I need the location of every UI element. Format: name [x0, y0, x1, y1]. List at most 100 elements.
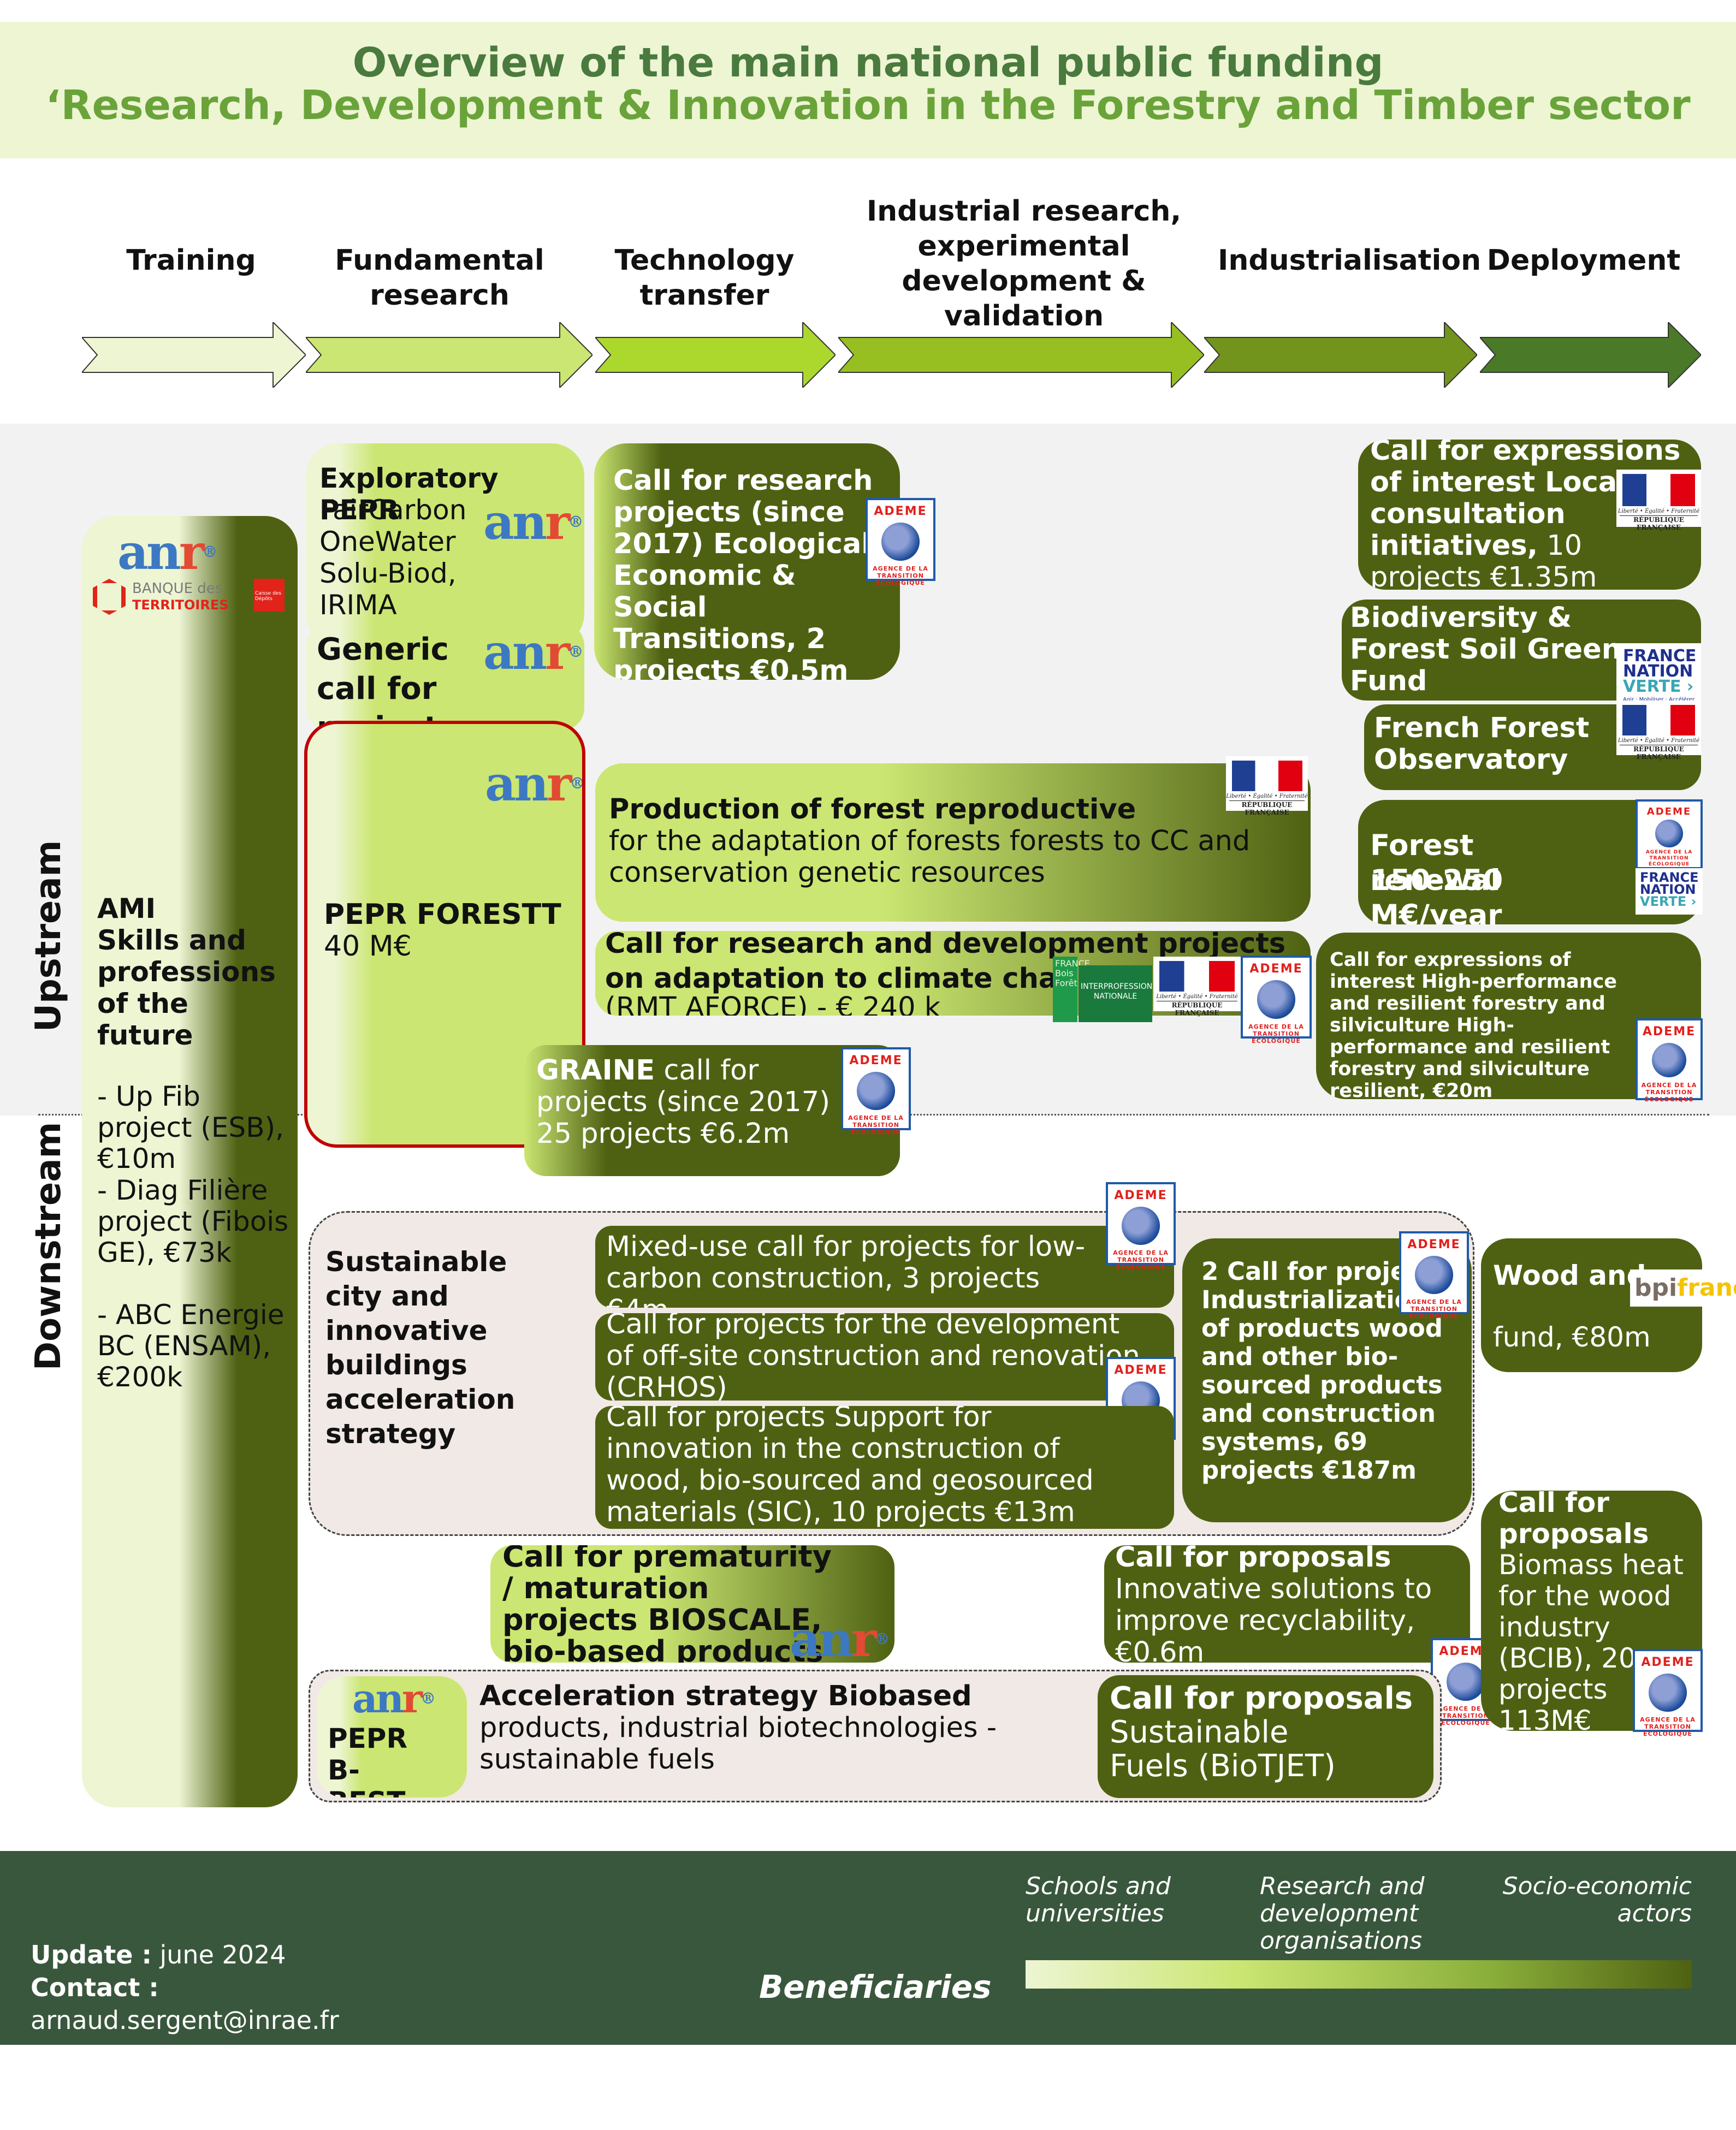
mixed-use-box[interactable]: Mixed-use call for projects for low-carb… — [595, 1226, 1174, 1308]
contact-email[interactable]: arnaud.sergent@inrae.fr — [31, 2006, 339, 2035]
globe-icon — [1257, 980, 1296, 1019]
forest-renewal-title: Forest renewal — [1370, 829, 1501, 897]
pepr-bbest-box[interactable]: anr® PEPR B-BEST — [317, 1676, 467, 1797]
phase-fundamental-research: Fundamental research — [335, 244, 544, 312]
phase-industrial-research: Industrial research, experimental develo… — [866, 195, 1182, 333]
biodiversity-fund-title: Biodiversity & Forest Soil Green Fund — [1350, 602, 1622, 697]
sic-box[interactable]: Call for projects Support for innovation… — [595, 1406, 1174, 1529]
anr-logo: anr® — [483, 624, 584, 680]
marianne-icon — [1622, 474, 1696, 506]
recyclability-box[interactable]: Call for proposals Innovative solutions … — [1104, 1545, 1470, 1663]
high-perf-forestry-text: Call for expressions of interest High-pe… — [1330, 949, 1617, 1099]
globe-icon — [1415, 1256, 1453, 1294]
biobased-strategy-body: products, industrial biotechnologies - s… — [479, 1712, 997, 1776]
globe-icon — [1649, 1674, 1687, 1712]
generic-call-box[interactable]: Generic call for projects anr® — [306, 624, 584, 730]
ami-title: AMI — [97, 893, 156, 924]
recyclability-body: Innovative solutions to improve recyclab… — [1115, 1573, 1432, 1663]
anr-logo: anr® — [790, 1611, 890, 1663]
arrow-fundamental-research — [306, 322, 593, 388]
arrow-deployment — [1480, 322, 1701, 388]
globe-icon — [1651, 1043, 1687, 1078]
crhos-box[interactable]: Call for projects for the development of… — [595, 1313, 1174, 1401]
globe-icon — [1122, 1207, 1160, 1245]
wood-eco-fund-title: Wood and eco-materials — [1493, 1260, 1646, 1291]
call-rd-climate-body: (RMT AFORCE) - € 240 k — [605, 992, 941, 1016]
biotjet-title: Call for proposals — [1110, 1681, 1413, 1716]
marianne-icon — [1622, 705, 1696, 735]
bpifrance-logo: bpifrance — [1630, 1269, 1736, 1307]
forest-renewal-amount: 150-250 M€/year — [1370, 864, 1503, 924]
anr-logo: anr® — [485, 755, 585, 812]
arrow-technology-transfer — [595, 322, 836, 388]
france-bois-foret-logo: FRANCE Bois Forêt — [1053, 957, 1090, 1022]
arrow-training — [82, 322, 306, 388]
update-label: Update : — [31, 1940, 152, 1969]
globe-icon — [1447, 1663, 1485, 1701]
marianne-icon — [1159, 961, 1235, 992]
arrow-industrial-research — [838, 322, 1204, 388]
call-rd-climate-title: Call for research and development projec… — [605, 931, 1286, 995]
footer: Update : june 2024 Contact : arnaud.serg… — [0, 1851, 1736, 2045]
pepr-bbest-title: PEPR B-BEST — [328, 1723, 407, 1797]
page-subtitle: ‘Research, Development & Innovation in t… — [45, 82, 1691, 129]
beneficiaries-gradient-bar — [1026, 1960, 1692, 1989]
phase-training: Training — [126, 244, 256, 277]
anr-logo: anr® — [352, 1676, 436, 1722]
call-research-ecological-box[interactable]: Call for research projects (since 2017) … — [594, 443, 900, 680]
anr-logo: anr® — [117, 524, 218, 580]
upstream-label: Upstream — [28, 840, 69, 1032]
local-consultation-box[interactable]: Call for expressions of interest Local c… — [1358, 440, 1701, 590]
prematurity-box[interactable]: Call for prematurity / maturation projec… — [490, 1545, 894, 1663]
phase-industrialisation: Industrialisation — [1218, 244, 1482, 277]
forest-observatory-title: French Forest Observatory — [1374, 712, 1590, 776]
high-perf-forestry-box[interactable]: Call for expressions of interest High-pe… — [1316, 933, 1701, 1099]
beneficiary-socio-economic: Socio-economic actors — [1502, 1872, 1692, 1927]
ami-item-upfib: - Up Fib project (ESB), €10m — [97, 1081, 284, 1174]
pepr-forestt-title: PEPR FORESTT — [324, 898, 561, 931]
globe-icon — [857, 1072, 895, 1110]
phase-deployment: Deployment — [1486, 244, 1681, 277]
call-research-ecological-text: Call for research projects (since 2017) … — [613, 465, 882, 680]
industrialization-box[interactable]: 2 Call for projects Industrialization of… — [1182, 1238, 1472, 1522]
arrow-industrialisation — [1204, 322, 1477, 388]
marianne-icon — [1231, 761, 1302, 791]
production-forest-repro-box[interactable]: Production of forest reproductive for th… — [595, 763, 1311, 922]
contact-label: Contact : — [31, 1973, 159, 2002]
production-forest-repro-title: Production of forest reproductive — [609, 793, 1136, 826]
update-value: june 2024 — [151, 1940, 286, 1969]
mixed-use-text: Mixed-use call for projects for low-carb… — [606, 1231, 1086, 1308]
beneficiary-research-orgs: Research and development organisations — [1260, 1872, 1425, 1955]
page-title: Overview of the main national public fun… — [352, 39, 1384, 86]
bcib-body: Biomass heat for the wood industry (BCIB… — [1498, 1549, 1684, 1731]
local-consultation-body: 10 projects €1.35m — [1370, 530, 1597, 590]
graine-title: GRAINE — [536, 1054, 655, 1087]
anr-logo: anr® — [483, 494, 584, 550]
graine-box[interactable]: GRAINE call for projects (since 2017) 25… — [524, 1045, 900, 1176]
phase-technology-transfer: Technology transfer — [614, 244, 795, 312]
globe-icon — [1655, 820, 1683, 847]
prematurity-text: Call for prematurity / maturation projec… — [502, 1545, 832, 1663]
beneficiary-schools: Schools and universities — [1026, 1872, 1171, 1927]
downstream-label: Downstream — [28, 1122, 69, 1370]
ami-box[interactable]: anr® BANQUE des TERRITOIRES Caisse des D… — [82, 516, 298, 1807]
call-rd-climate-box[interactable]: Call for research and development projec… — [595, 931, 1311, 1016]
exploratory-pepr-box[interactable]: Exploratory PEPR FairCarbon OneWater Sol… — [306, 443, 584, 646]
biotjet-box[interactable]: Call for proposals Sustainable Fuels (Bi… — [1098, 1675, 1433, 1798]
biobased-strategy-title: Acceleration strategy Biobased — [479, 1680, 972, 1712]
local-consultation-title: Call for expressions of interest Local c… — [1370, 440, 1681, 562]
exploratory-pepr-body: FairCarbon OneWater Solu-Biod, IRIMA — [319, 494, 467, 621]
